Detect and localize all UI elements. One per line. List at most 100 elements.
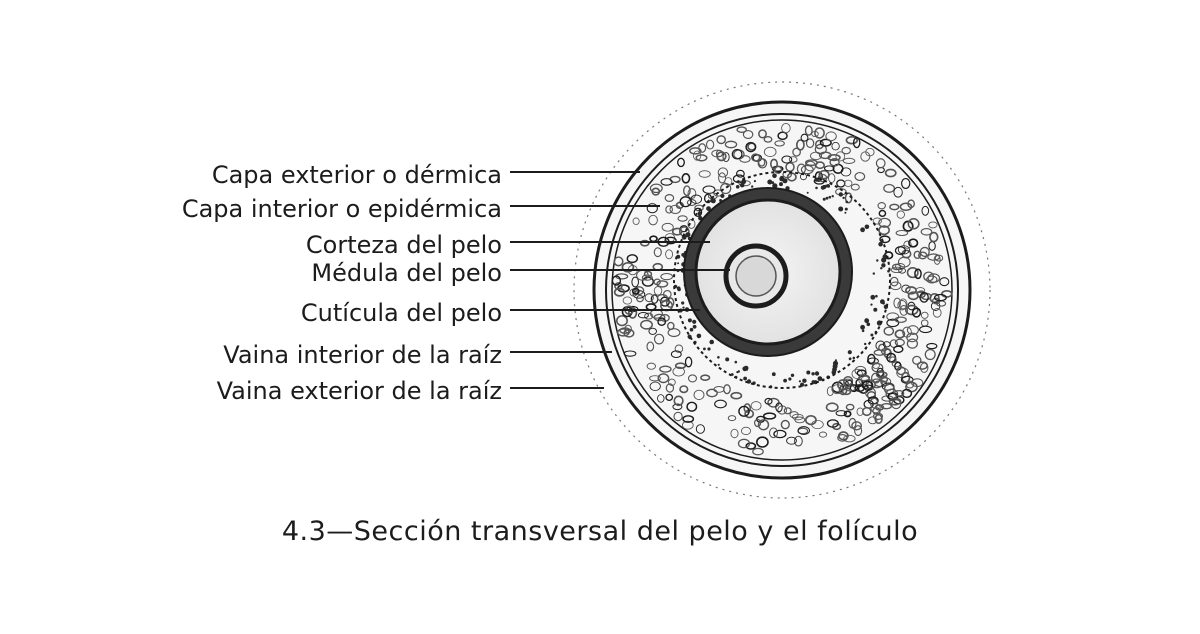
sheath-cell bbox=[745, 141, 757, 153]
sheath-cell bbox=[750, 401, 762, 411]
sheath-cell bbox=[845, 403, 855, 411]
granule bbox=[814, 371, 820, 376]
sheath-cell bbox=[899, 305, 909, 316]
sheath-cell bbox=[845, 135, 859, 145]
sheath-cell bbox=[800, 133, 809, 142]
sheath-cell bbox=[731, 148, 743, 160]
sheath-cell bbox=[919, 292, 929, 303]
granule bbox=[779, 182, 783, 187]
granule bbox=[710, 198, 716, 204]
label-inner-root-sheath: Vaina interior de la raíz bbox=[223, 341, 502, 369]
sheath-cell bbox=[826, 386, 834, 397]
granule bbox=[842, 196, 845, 200]
sheath-cell bbox=[835, 410, 848, 417]
sheath-cell bbox=[851, 421, 862, 431]
sheath-cell bbox=[804, 414, 817, 426]
sheath-cell bbox=[872, 412, 884, 420]
sheath-cell bbox=[665, 249, 674, 260]
sheath-cell bbox=[924, 348, 936, 361]
granule bbox=[677, 262, 680, 265]
sheath-cell bbox=[928, 221, 938, 229]
sheath-cell bbox=[706, 388, 718, 398]
sheath-cell bbox=[912, 355, 922, 365]
sheath-cell bbox=[901, 388, 913, 399]
granule bbox=[788, 377, 792, 381]
granule bbox=[844, 211, 847, 214]
sheath-cell bbox=[686, 199, 697, 206]
sheath-cell bbox=[689, 147, 702, 155]
granule bbox=[725, 357, 730, 362]
sheath-cell bbox=[789, 411, 799, 419]
sheath-cell bbox=[867, 416, 878, 425]
sheath-cell bbox=[665, 205, 673, 214]
sheath-cell bbox=[775, 402, 783, 413]
sheath-cell bbox=[684, 356, 693, 368]
sheath-cell bbox=[665, 393, 674, 402]
sheath-cell bbox=[720, 182, 732, 195]
sheath-cell bbox=[644, 312, 654, 320]
sheath-cell bbox=[906, 332, 919, 343]
sheath-cell bbox=[794, 416, 806, 424]
sheath-cell bbox=[886, 318, 900, 328]
sheath-cell bbox=[757, 158, 768, 169]
sheath-cell bbox=[819, 138, 832, 147]
granule bbox=[692, 319, 697, 324]
granule bbox=[720, 193, 725, 198]
granule bbox=[815, 186, 818, 190]
sheath-cell bbox=[841, 146, 851, 155]
sheath-cell bbox=[777, 131, 788, 141]
sheath-cell bbox=[908, 238, 919, 248]
sheath-cell bbox=[875, 158, 886, 169]
sheath-cell bbox=[939, 277, 950, 287]
sheath-cell bbox=[672, 403, 683, 411]
sheath-cell bbox=[736, 169, 745, 178]
granule bbox=[875, 294, 878, 298]
sheath-cell bbox=[773, 429, 787, 439]
sheath-cell bbox=[786, 436, 797, 445]
sheath-cell bbox=[774, 140, 785, 147]
sheath-cell bbox=[634, 286, 645, 296]
sheath-cell bbox=[914, 268, 922, 280]
sheath-cell bbox=[653, 286, 663, 296]
sheath-cell bbox=[863, 384, 874, 391]
granule bbox=[743, 376, 747, 381]
label-group: Capa exterior o dérmica Capa interior o … bbox=[182, 161, 502, 405]
sheath-cell bbox=[637, 312, 649, 319]
sheath-cell bbox=[698, 170, 711, 178]
sheath-cell bbox=[667, 328, 681, 338]
granule bbox=[681, 301, 685, 305]
sheath-cell bbox=[872, 217, 882, 225]
label-hair-cortex: Corteza del pelo bbox=[306, 231, 502, 259]
sheath-cell bbox=[621, 261, 635, 273]
sheath-cell bbox=[673, 395, 684, 407]
granule bbox=[866, 322, 871, 327]
sheath-cell bbox=[742, 130, 754, 139]
granule bbox=[736, 371, 739, 374]
sheath-cell bbox=[919, 362, 929, 373]
granule bbox=[741, 179, 747, 185]
sheath-cell bbox=[825, 131, 837, 142]
sheath-cell bbox=[850, 183, 860, 191]
sheath-cell bbox=[694, 204, 704, 212]
granule bbox=[882, 302, 885, 305]
sheath-cell bbox=[781, 155, 793, 164]
sheath-cell bbox=[643, 270, 653, 278]
granule bbox=[876, 259, 879, 262]
sheath-cell bbox=[898, 298, 908, 310]
granule bbox=[798, 380, 802, 383]
granule bbox=[848, 357, 852, 361]
granule bbox=[878, 241, 883, 247]
granule bbox=[806, 191, 809, 194]
sheath-cell bbox=[896, 210, 905, 219]
sheath-cell bbox=[727, 415, 737, 422]
sheath-cell bbox=[911, 378, 924, 388]
granule bbox=[822, 197, 826, 201]
granule bbox=[838, 192, 843, 197]
granule bbox=[838, 206, 844, 212]
sheath-cell bbox=[768, 427, 779, 439]
sheath-cell bbox=[698, 143, 707, 153]
figure-caption: 4.3—Sección transversal del pelo y el fo… bbox=[281, 516, 919, 547]
sheath-cell bbox=[894, 316, 907, 323]
sheath-cell bbox=[795, 139, 805, 151]
sheath-cell bbox=[818, 169, 830, 180]
